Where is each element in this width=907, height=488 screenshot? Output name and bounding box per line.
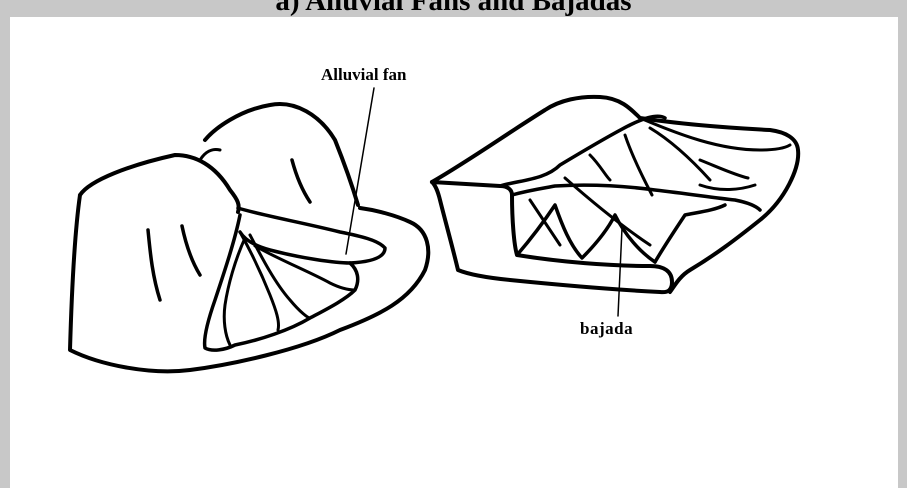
alluvial-fan-label: Alluvial fan bbox=[321, 65, 407, 85]
bajada-channel-3 bbox=[590, 155, 610, 180]
bajada-leader bbox=[618, 228, 622, 316]
fan-lobe-lower bbox=[205, 215, 358, 350]
bajada-label: bajada bbox=[580, 319, 633, 339]
slope-mark-3 bbox=[292, 160, 310, 202]
alluvial-fan-sketch bbox=[70, 88, 428, 371]
front-ridge bbox=[200, 149, 220, 160]
block-top-ledge bbox=[500, 116, 665, 186]
slope-mark-2 bbox=[182, 226, 200, 275]
slope-mark-1 bbox=[148, 230, 160, 300]
alluvial-fan-leader bbox=[346, 88, 374, 254]
fan-channel-2 bbox=[224, 238, 245, 345]
bajada-channel-5 bbox=[650, 128, 710, 180]
left-mountain-outline bbox=[70, 155, 428, 371]
fan-lobe-crease bbox=[255, 246, 355, 290]
bajada-right-ridge bbox=[700, 185, 755, 190]
block-outline bbox=[432, 97, 798, 292]
bajada-sketch bbox=[432, 97, 798, 316]
